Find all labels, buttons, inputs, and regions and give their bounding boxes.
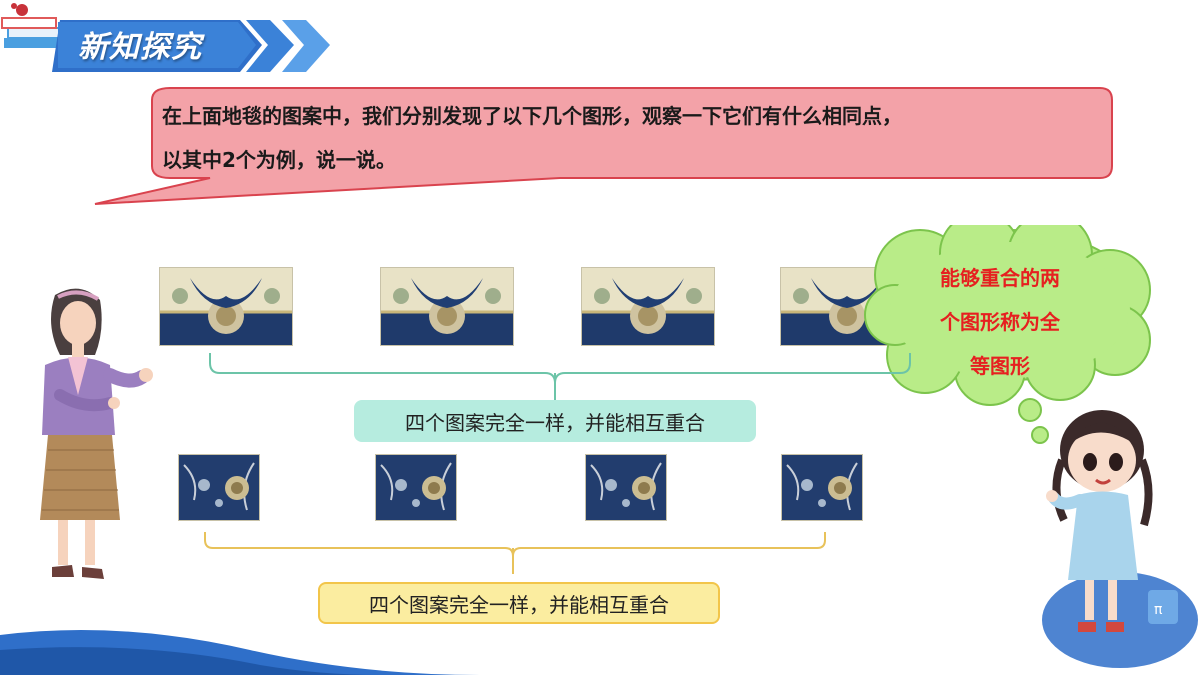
floral-pattern-tile [781, 454, 863, 521]
carpet-pattern-tile [380, 267, 514, 346]
bottom-wave-decoration [0, 630, 480, 675]
header-banner [1, 3, 330, 72]
carpet-pattern-tile [159, 267, 293, 346]
floral-pattern-tile [375, 454, 457, 521]
definition-text-line-3: 等图形 [970, 354, 1030, 378]
carpet-pattern-tile [581, 267, 715, 346]
floral-pattern-tile [585, 454, 667, 521]
teacher-illustration [40, 288, 153, 579]
question-text-line-2: 以其中2个为例，说一说。 [162, 148, 396, 172]
bracket-bottom [204, 532, 826, 574]
books-icon [1, 3, 62, 48]
question-text-line-1: 在上面地毯的图案中，我们分别发现了以下几个图形，观察一下它们有什么相同点， [162, 104, 902, 128]
definition-text-line-1: 能够重合的两 [940, 266, 1060, 290]
section-title: 新知探究 [78, 30, 202, 65]
thought-cloud [864, 225, 1151, 444]
girl-illustration: π [1042, 410, 1198, 668]
caption-top: 四个图案完全一样，并能相互重合 [354, 400, 756, 442]
question-bubble [94, 87, 1113, 205]
svg-text:π: π [1154, 602, 1163, 618]
floral-pattern-tile [178, 454, 260, 521]
bracket-top [209, 353, 911, 400]
definition-text-line-2: 个图形称为全 [940, 310, 1060, 334]
caption-bottom: 四个图案完全一样，并能相互重合 [318, 582, 720, 624]
